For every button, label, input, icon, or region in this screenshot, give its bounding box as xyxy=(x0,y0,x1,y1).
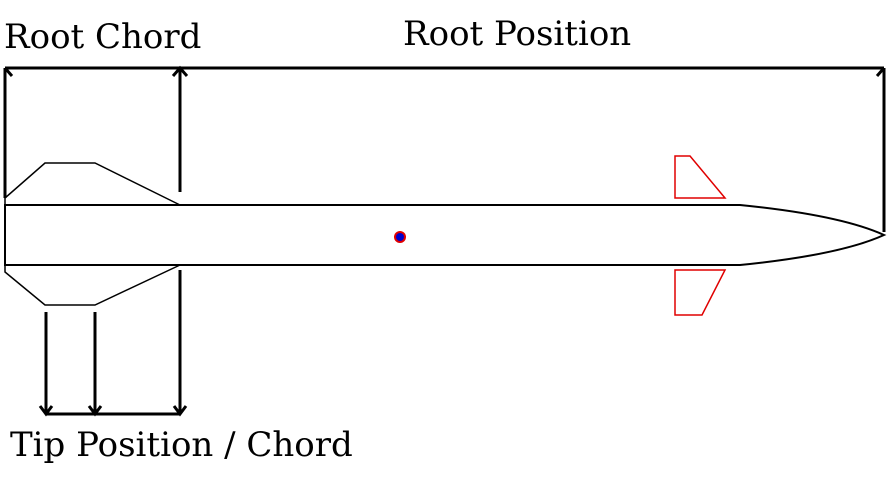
tip-position-chord-label: Tip Position / Chord xyxy=(10,425,353,465)
root-position-label: Root Position xyxy=(403,14,632,54)
main-fin-upper xyxy=(4,162,181,206)
cp-marker xyxy=(396,233,404,241)
root-dimension-lines xyxy=(3,65,886,232)
canard-fin-lower xyxy=(674,269,727,316)
tip-dimension-lines xyxy=(38,270,188,417)
canard-fin-upper xyxy=(674,155,727,199)
main-fin-lower xyxy=(4,264,181,306)
rocket-body xyxy=(4,204,887,266)
root-chord-label: Root Chord xyxy=(4,17,202,57)
